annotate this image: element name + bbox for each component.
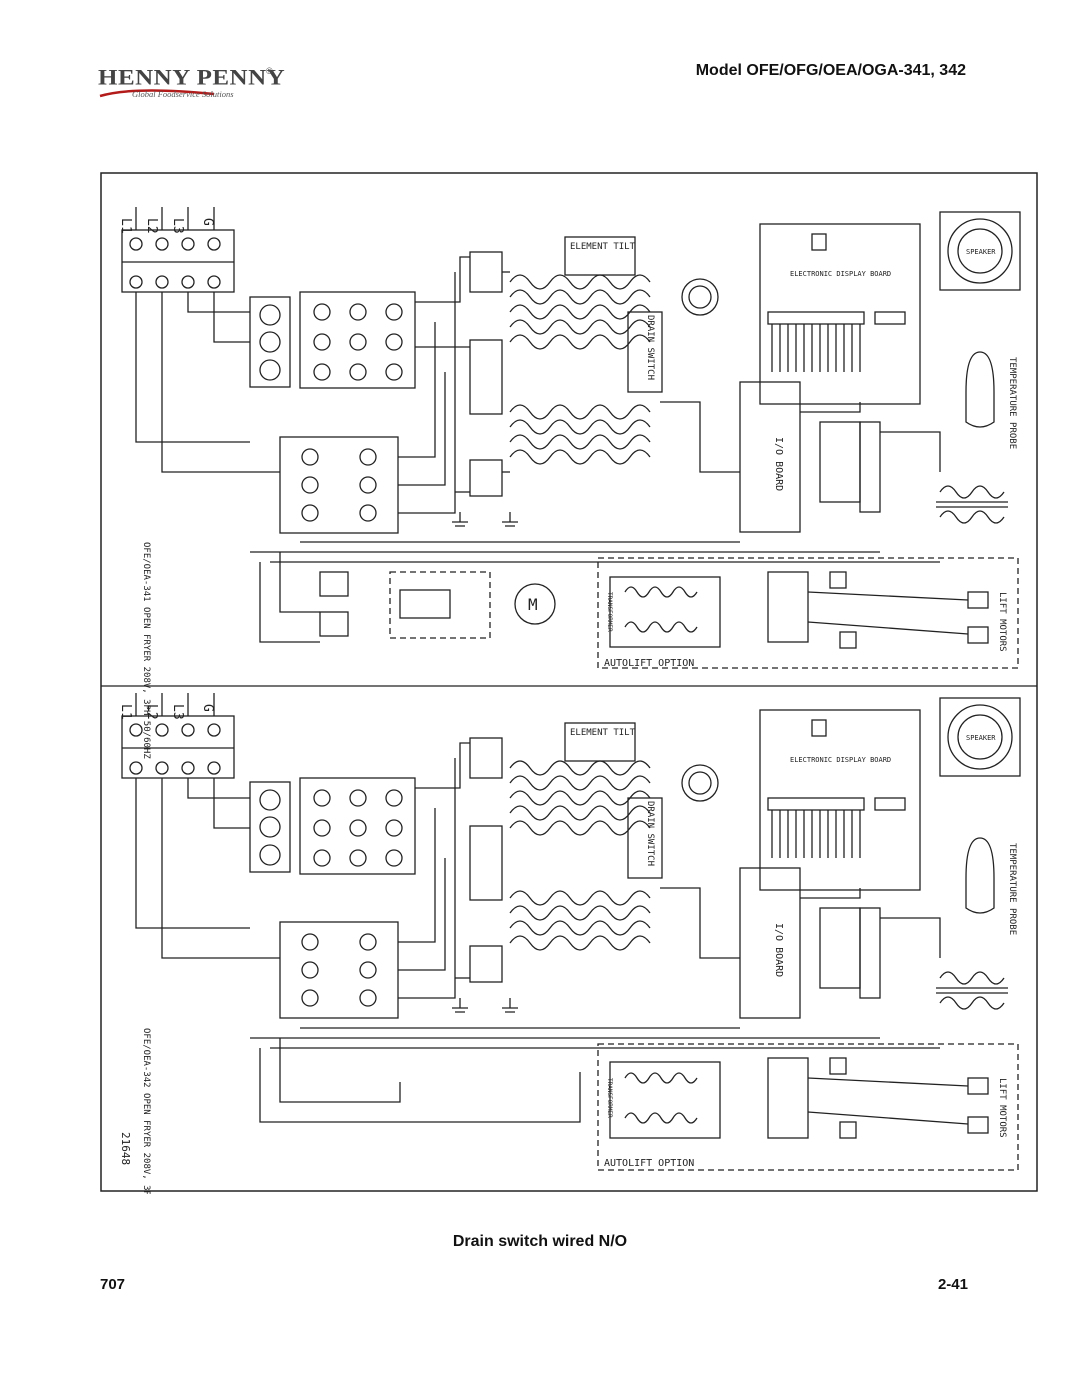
autolift-option-top <box>597 557 1019 669</box>
transformer-label: TRANSFORMER <box>606 592 613 632</box>
speaker-top <box>939 211 1021 291</box>
wiring-diagram: L1 L2 L3 G <box>100 172 1038 1194</box>
speaker-bottom <box>939 697 1021 777</box>
logo-tagline: Global Foodservice Solutions <box>132 89 234 99</box>
supply-label-l1: L1 <box>118 218 133 234</box>
supply-label-l1: L1 <box>118 704 133 720</box>
supply-label-g: G <box>200 704 215 712</box>
display-board-label: ELECTRONIC DISPLAY BOARD <box>790 270 891 278</box>
junction-block-bottom <box>121 715 235 779</box>
logo-swoosh <box>99 89 215 98</box>
model-note-bottom: OFE/OEA-342 OPEN FRYER 208V, 3PH 50/60HZ <box>141 1028 151 1194</box>
autolift-label: AUTOLIFT OPTION <box>604 1158 694 1169</box>
pump-motor-top <box>514 583 556 625</box>
autolift-label: AUTOLIFT OPTION <box>604 658 694 669</box>
schematic-top: L1 L2 L3 G <box>118 207 1021 759</box>
model-note-top: OFE/OEA-341 OPEN FRYER 208V, 3PH 50/60HZ <box>141 542 151 759</box>
element-tilt-label: ELEMENT TILT <box>570 242 636 252</box>
display-board-bottom <box>759 709 921 891</box>
footer-document-number: 707 <box>100 1276 126 1293</box>
drawing-number: 21648 <box>119 1132 132 1165</box>
supply-label-l2: L2 <box>144 218 159 234</box>
supply-label-l3: L3 <box>170 704 185 720</box>
io-board-bottom <box>739 867 801 1019</box>
display-board-label: ELECTRONIC DISPLAY BOARD <box>790 756 891 764</box>
logo-registered: ® <box>266 66 273 76</box>
supply-label-g: G <box>200 218 215 226</box>
probe-label: TEMPERATURE PROBE <box>1007 357 1017 449</box>
element-tilt-label: ELEMENT TILT <box>570 728 636 738</box>
model-heading: Model OFE/OFG/OEA/OGA-341, 342 <box>695 62 966 79</box>
junction-block-top <box>121 229 235 293</box>
logo-text: HENNY PENNY <box>98 65 286 90</box>
lift-motors-label: LIFT MOTORS <box>997 1078 1007 1138</box>
display-board-top <box>759 223 921 405</box>
drain-switch-label: DRAIN SWITCH <box>645 315 655 380</box>
lift-motors-label: LIFT MOTORS <box>997 592 1007 652</box>
schematic-bottom: L1 L2 L3 G <box>118 693 1021 1194</box>
svg-text:M: M <box>528 595 538 614</box>
autolift-option-bottom <box>597 1043 1019 1171</box>
io-board-label: I/O BOARD <box>773 923 784 977</box>
probe-label: TEMPERATURE PROBE <box>1007 843 1017 935</box>
footer-page-number: 2-41 <box>937 1276 968 1293</box>
supply-label-l2: L2 <box>144 704 159 720</box>
transformer-label: TRANSFORMER <box>606 1078 613 1118</box>
speaker-label: SPEAKER <box>966 734 996 742</box>
io-board-top <box>739 381 801 533</box>
diagram-caption: Drain switch wired N/O <box>452 1233 628 1250</box>
supply-label-l3: L3 <box>170 218 185 234</box>
io-board-label: I/O BOARD <box>773 437 784 491</box>
terminal-screws-top <box>129 237 221 289</box>
drain-switch-label: DRAIN SWITCH <box>645 801 655 866</box>
henny-penny-logo: HENNY PENNY ® Global Foodservice Solutio… <box>94 60 286 106</box>
speaker-label: SPEAKER <box>966 248 996 256</box>
